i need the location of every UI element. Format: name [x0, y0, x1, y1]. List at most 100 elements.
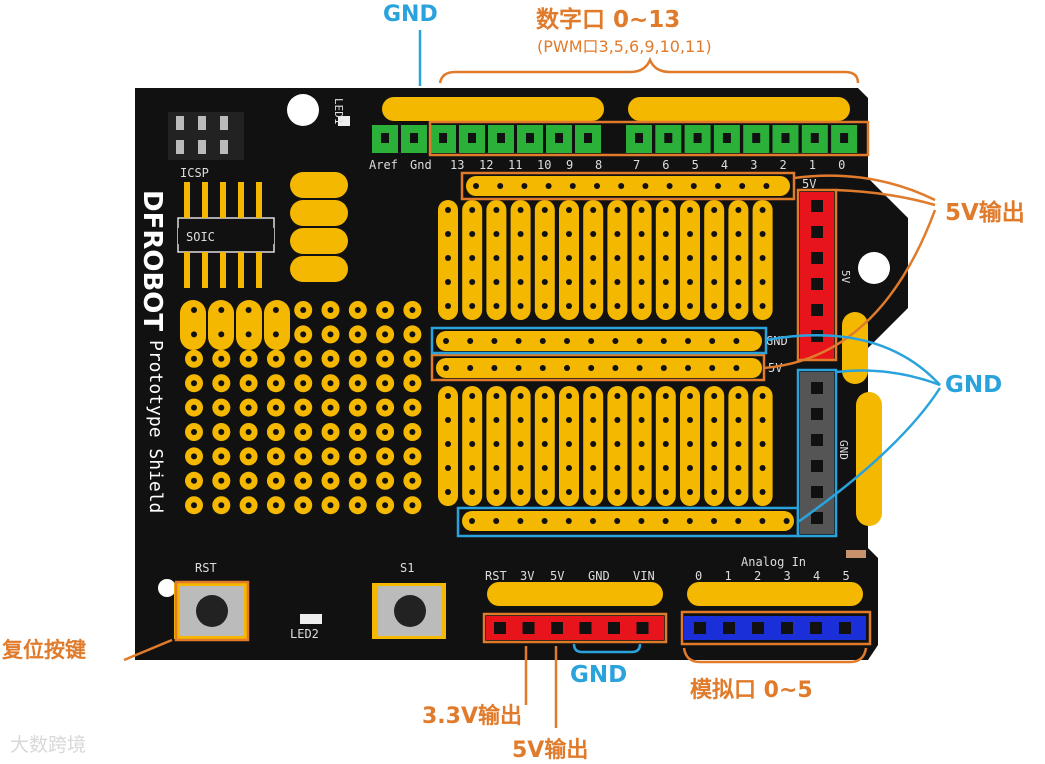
strip-hole: [566, 207, 572, 213]
strip-hole: [711, 417, 718, 423]
strip-hole: [735, 489, 742, 495]
strip-hole: [662, 231, 669, 237]
strip-hole: [638, 231, 645, 237]
strip-hole: [759, 465, 766, 471]
perfboard-hole: [218, 331, 225, 338]
strip-hole: [541, 231, 548, 237]
strip-hole: [590, 207, 597, 213]
strip-hole: [709, 365, 716, 371]
strip-hole: [759, 279, 766, 285]
digital-header-green: [372, 125, 858, 153]
strip-hole: [469, 518, 475, 524]
power-pin-label: VIN: [633, 569, 655, 583]
right-gnd-header-pins: [811, 382, 823, 524]
reset-key-label: 复位按键: [2, 638, 86, 662]
strip-hole: [566, 489, 572, 495]
strip-hole: [491, 338, 498, 344]
out5v-right-label: 5V输出: [945, 200, 1025, 226]
perfboard-hole: [272, 502, 279, 509]
pin-socket: [526, 133, 534, 143]
strip-hole: [445, 231, 451, 237]
strip-hole: [735, 465, 742, 471]
pin-socket: [811, 200, 823, 212]
strip-hole: [521, 183, 528, 189]
pin-socket: [839, 622, 851, 634]
perfboard-hole: [245, 453, 252, 460]
perfboard-hole: [191, 380, 197, 387]
strip-hole: [590, 279, 597, 285]
pin-socket: [694, 622, 706, 634]
icsp-label: ICSP: [180, 166, 209, 180]
pin-socket: [693, 133, 702, 143]
digital-pin-label: 13: [450, 158, 464, 172]
strip-hole: [735, 417, 742, 423]
gnd-bottom-label: GND: [570, 662, 628, 688]
pin-socket: [723, 622, 735, 634]
analog-header-pads: [687, 582, 863, 606]
pin-socket: [439, 133, 447, 143]
perfboard-hole: [327, 502, 334, 509]
perfboard-hole: [272, 355, 279, 362]
strip-hole: [517, 279, 524, 285]
strip-hole: [687, 255, 693, 261]
strip-hole: [517, 489, 524, 495]
out5v-right-curve: [793, 174, 936, 202]
strip-hole: [541, 207, 548, 213]
power-header: [486, 616, 664, 640]
strip-hole: [517, 393, 524, 399]
perfboard-hole: [409, 380, 416, 387]
pwm-ports-subtitle: (PWM口3,5,6,9,10,11): [537, 37, 712, 56]
strip-hole: [614, 417, 621, 423]
strip-hole: [590, 489, 597, 495]
perfboard-hole: [300, 453, 307, 460]
strip-hole: [715, 183, 721, 189]
perfboard-hole: [218, 502, 225, 509]
digital-pin-label: 7: [633, 158, 640, 172]
strip-hole: [614, 518, 621, 524]
pin-socket: [811, 382, 823, 394]
strip-hole: [566, 441, 572, 447]
perfboard-hole: [327, 477, 334, 484]
perfboard-hole: [354, 380, 361, 387]
digital-pin-label: 3: [750, 158, 757, 172]
gnd-pin-label: Gnd: [410, 158, 432, 172]
perfboard-hole: [218, 429, 225, 435]
strip-hole: [735, 441, 742, 447]
strip-hole: [517, 231, 524, 237]
strip-hole: [709, 338, 716, 344]
soic-label: SOIC: [186, 230, 215, 244]
strip-hole: [545, 183, 552, 189]
strip-hole: [517, 441, 524, 447]
perfboard-hole: [327, 331, 334, 338]
perfboard-hole: [382, 429, 389, 435]
digital-pin-label: 10: [537, 158, 551, 172]
smd-component: [846, 550, 866, 558]
gnd-right-curve: [797, 387, 942, 524]
analog-pin-label: 2: [754, 569, 761, 583]
reset-pointer: [123, 638, 173, 662]
strip-hole: [660, 365, 667, 371]
analog-header: [684, 616, 866, 640]
perfboard-hole: [354, 355, 361, 362]
pin-socket: [811, 486, 823, 498]
strip-hole: [638, 465, 645, 471]
perfboard-hole: [245, 331, 252, 338]
horizontal-strip: [462, 511, 794, 531]
pin-socket: [497, 133, 505, 143]
power-pin-label: 5V: [550, 569, 564, 583]
strip-hole: [686, 518, 693, 524]
perfboard-hole: [300, 404, 307, 411]
pin-socket: [811, 512, 823, 524]
perfboard-strips: [436, 176, 794, 531]
perfboard-hole: [191, 453, 197, 460]
strip-hole: [493, 279, 500, 285]
strip-hole: [469, 465, 476, 471]
digital-brace: [438, 56, 860, 84]
strip-hole: [590, 303, 597, 309]
strip-hole: [590, 417, 597, 423]
strip-hole: [711, 518, 717, 524]
perfboard-hole: [327, 404, 334, 411]
perfboard-hole: [272, 429, 279, 435]
led1: [338, 116, 350, 126]
